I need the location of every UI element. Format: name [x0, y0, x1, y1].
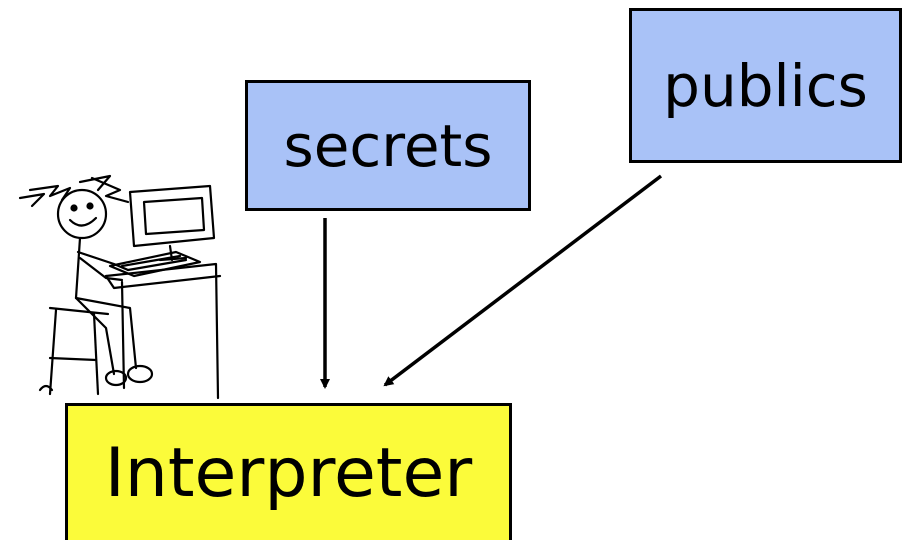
- secrets-label: secrets: [283, 111, 493, 180]
- interpreter-label: Interpreter: [104, 433, 473, 513]
- person-at-computer-icon: [18, 174, 222, 400]
- secrets-box: secrets: [245, 80, 531, 211]
- publics-label: publics: [663, 51, 868, 120]
- arrow-publics-to-interpreter: [383, 174, 663, 387]
- publics-box: publics: [629, 8, 902, 163]
- interpreter-box: Interpreter: [65, 403, 512, 540]
